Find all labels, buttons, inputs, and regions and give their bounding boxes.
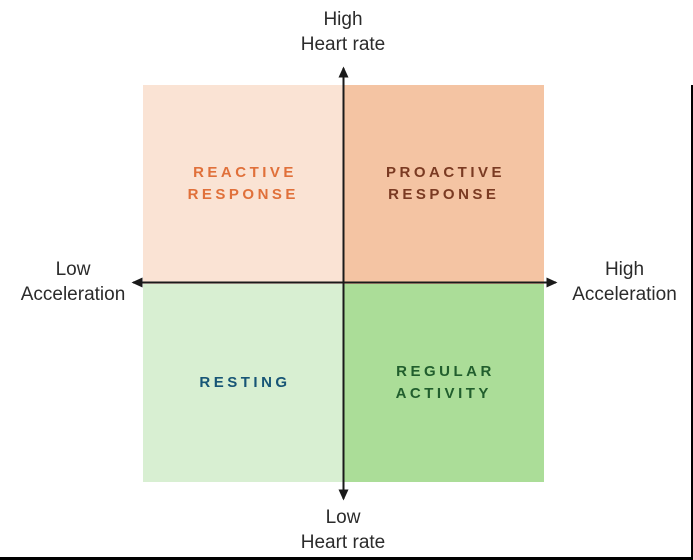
x-axis-high-label: High Acceleration xyxy=(572,259,677,305)
quadrant-proactive-response: PROACTIVE RESPONSE xyxy=(343,85,544,284)
quadrant-reactive-response: REACTIVE RESPONSE xyxy=(143,85,344,284)
quadrant-resting: RESTING xyxy=(143,283,344,482)
quadrant-regular-activity-label: REGULAR ACTIVITY xyxy=(395,362,495,402)
y-axis-high-label: High Heart rate xyxy=(300,9,386,55)
screenshot-bottom-edge xyxy=(0,557,693,560)
quadrant-grid: REACTIVE RESPONSE PROACTIVE RESPONSE RES… xyxy=(143,85,544,482)
y-axis-low-label: Low Heart rate xyxy=(300,507,386,553)
quadrant-proactive-response-label: PROACTIVE RESPONSE xyxy=(385,164,505,204)
x-axis-low-label: Low Acceleration xyxy=(20,259,126,305)
screenshot-right-edge xyxy=(691,85,693,560)
quadrant-resting-label: RESTING xyxy=(199,373,291,391)
quadrant-regular-activity: REGULAR ACTIVITY xyxy=(343,283,544,482)
quadrant-reactive-response-label: REACTIVE RESPONSE xyxy=(187,164,299,204)
